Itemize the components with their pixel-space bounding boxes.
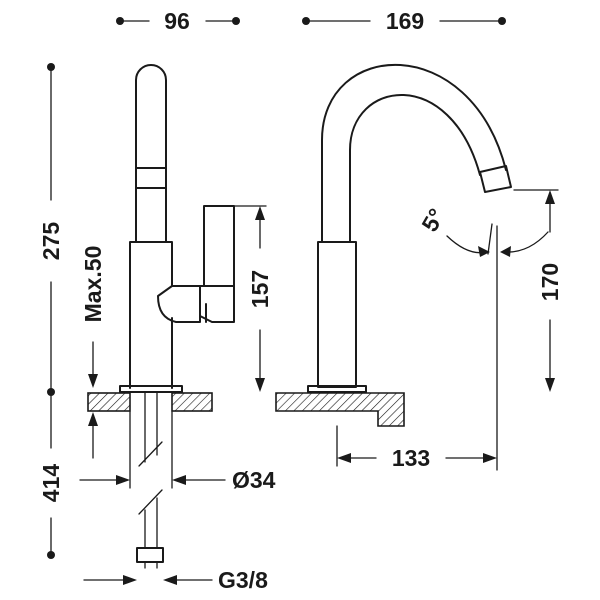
- dimension-hose-length: 414: [38, 391, 64, 559]
- faucet-front-view: [119, 64, 235, 393]
- side-faucet-body: [317, 241, 357, 388]
- hose-connector-nut: [136, 547, 164, 563]
- front-lever-joint: [157, 285, 201, 323]
- side-spout-inner: [349, 94, 481, 243]
- dimension-label-170: 170: [537, 263, 563, 301]
- side-spout-aerator: [479, 165, 512, 193]
- dimension-total-height: 275: [38, 63, 64, 396]
- front-countertop-left: [87, 392, 131, 412]
- side-countertop-slab: [275, 392, 405, 427]
- front-base-flange: [119, 385, 183, 393]
- dimension-width-top: 96: [116, 8, 240, 34]
- dimension-label-g38: G3/8: [218, 567, 268, 593]
- faucet-side-view: [307, 64, 512, 393]
- front-countertop: [87, 392, 213, 569]
- dimension-spout-angle: 5°: [416, 204, 549, 471]
- dimension-connection-thread: G3/8: [83, 567, 268, 593]
- side-spout-outer: [321, 64, 507, 243]
- dimension-hole-diameter: Ø34: [79, 411, 276, 493]
- dimension-spout-height: 170: [513, 189, 563, 392]
- dimension-label-angle: 5°: [416, 204, 450, 236]
- dimension-label-414: 414: [38, 464, 64, 503]
- side-base-flange: [307, 385, 367, 393]
- front-lever-handle: [203, 205, 235, 287]
- dimension-label-157: 157: [247, 270, 273, 308]
- dimension-depth-top: 169: [302, 8, 506, 34]
- dimension-label-275: 275: [38, 222, 64, 261]
- front-countertop-right: [171, 392, 213, 412]
- dimension-label-max50: Max.50: [80, 246, 106, 323]
- front-spout-column: [135, 64, 167, 243]
- dimension-label-133: 133: [392, 445, 430, 471]
- dimension-endpoint-dot: [47, 551, 55, 559]
- dimension-label-o34: Ø34: [232, 467, 276, 493]
- dimension-body-height: 157: [217, 205, 273, 392]
- dimension-max-clearance: Max.50: [80, 246, 106, 459]
- dimension-label-96: 96: [164, 8, 190, 34]
- dimension-spout-reach: 133: [336, 425, 497, 471]
- front-faucet-body: [129, 241, 173, 389]
- side-countertop: [275, 392, 405, 427]
- dimension-label-169: 169: [386, 8, 424, 34]
